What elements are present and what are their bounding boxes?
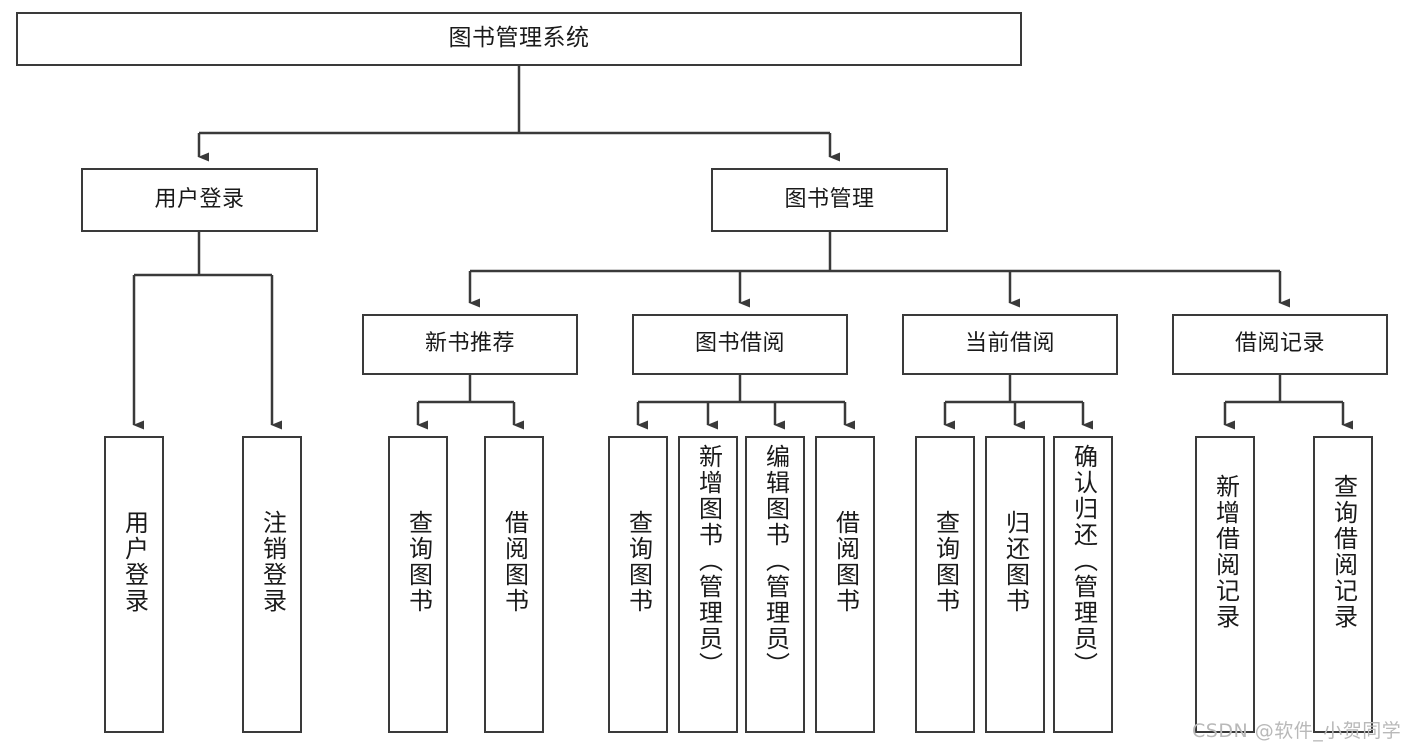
node-leaf-query-book-2-label: 查询图书 (624, 510, 653, 614)
node-leaf-logout[interactable]: 注销登录 (242, 436, 302, 733)
node-leaf-confirm-return[interactable]: 确认归还（管理员） (1053, 436, 1113, 733)
node-book-borrow-label: 图书借阅 (694, 331, 785, 357)
node-book-manage[interactable]: 图书管理 (711, 168, 948, 232)
node-leaf-return-book-label: 归还图书 (1001, 510, 1030, 614)
node-leaf-add-record[interactable]: 新增借阅记录 (1195, 436, 1255, 733)
node-leaf-add-book[interactable]: 新增图书（管理员） (678, 436, 738, 733)
node-leaf-query-record[interactable]: 查询借阅记录 (1313, 436, 1373, 733)
node-current-borrow[interactable]: 当前借阅 (902, 314, 1118, 375)
node-leaf-borrow-book-1[interactable]: 借阅图书 (484, 436, 544, 733)
node-leaf-edit-book[interactable]: 编辑图书（管理员） (745, 436, 805, 733)
node-leaf-add-book-label: 新增图书（管理员） (694, 444, 723, 678)
node-user-login[interactable]: 用户登录 (81, 168, 318, 232)
node-leaf-query-book-3-label: 查询图书 (931, 510, 960, 614)
node-new-book-recommend-label: 新书推荐 (424, 331, 515, 357)
node-borrow-record-label: 借阅记录 (1234, 331, 1325, 357)
node-root[interactable]: 图书管理系统 (16, 12, 1022, 66)
node-leaf-query-book-1[interactable]: 查询图书 (388, 436, 448, 733)
node-leaf-borrow-book-2-label: 借阅图书 (831, 510, 860, 614)
node-current-borrow-label: 当前借阅 (964, 331, 1055, 357)
node-leaf-logout-label: 注销登录 (258, 510, 287, 614)
node-user-login-label: 用户登录 (154, 186, 245, 212)
node-root-label: 图书管理系统 (448, 25, 590, 52)
node-leaf-add-record-label: 新增借阅记录 (1211, 474, 1240, 630)
node-leaf-user-login[interactable]: 用户登录 (104, 436, 164, 733)
node-leaf-user-login-label: 用户登录 (120, 510, 149, 614)
node-leaf-borrow-book-2[interactable]: 借阅图书 (815, 436, 875, 733)
node-leaf-edit-book-label: 编辑图书（管理员） (761, 444, 790, 678)
node-leaf-query-book-2[interactable]: 查询图书 (608, 436, 668, 733)
node-leaf-borrow-book-1-label: 借阅图书 (500, 510, 529, 614)
node-book-manage-label: 图书管理 (784, 186, 875, 212)
watermark: CSDN @软件_小贺同学 (1192, 720, 1402, 742)
node-leaf-return-book[interactable]: 归还图书 (985, 436, 1045, 733)
node-new-book-recommend[interactable]: 新书推荐 (362, 314, 578, 375)
node-leaf-query-book-3[interactable]: 查询图书 (915, 436, 975, 733)
node-borrow-record[interactable]: 借阅记录 (1172, 314, 1388, 375)
node-leaf-query-record-label: 查询借阅记录 (1329, 474, 1358, 630)
node-leaf-confirm-return-label: 确认归还（管理员） (1069, 444, 1098, 678)
node-leaf-query-book-1-label: 查询图书 (404, 510, 433, 614)
node-book-borrow[interactable]: 图书借阅 (632, 314, 848, 375)
